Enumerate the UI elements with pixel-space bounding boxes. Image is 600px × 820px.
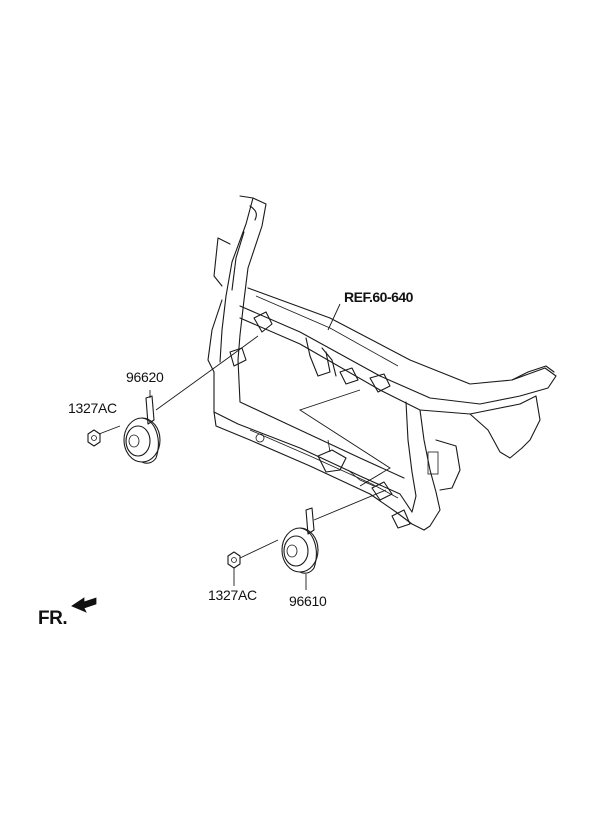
front-direction-label: FR. — [38, 608, 67, 629]
ref-label: REF.60-640 — [344, 289, 414, 305]
part-label-horn-upper: 96620 — [126, 369, 164, 385]
ref-leader — [298, 303, 391, 487]
carrier-frame — [207, 195, 557, 531]
upper-leaders — [98, 335, 259, 435]
part-label-nut-lower: 1327AC — [208, 587, 257, 603]
part-label-nut-upper: 1327AC — [68, 400, 117, 416]
nut-upper — [87, 429, 101, 447]
horn-lower — [281, 507, 319, 574]
nut-lower — [227, 551, 241, 569]
front-arrow-icon — [71, 597, 97, 613]
lower-leaders — [233, 489, 387, 590]
part-label-horn-lower: 96610 — [289, 593, 327, 609]
horn-upper — [123, 395, 161, 464]
